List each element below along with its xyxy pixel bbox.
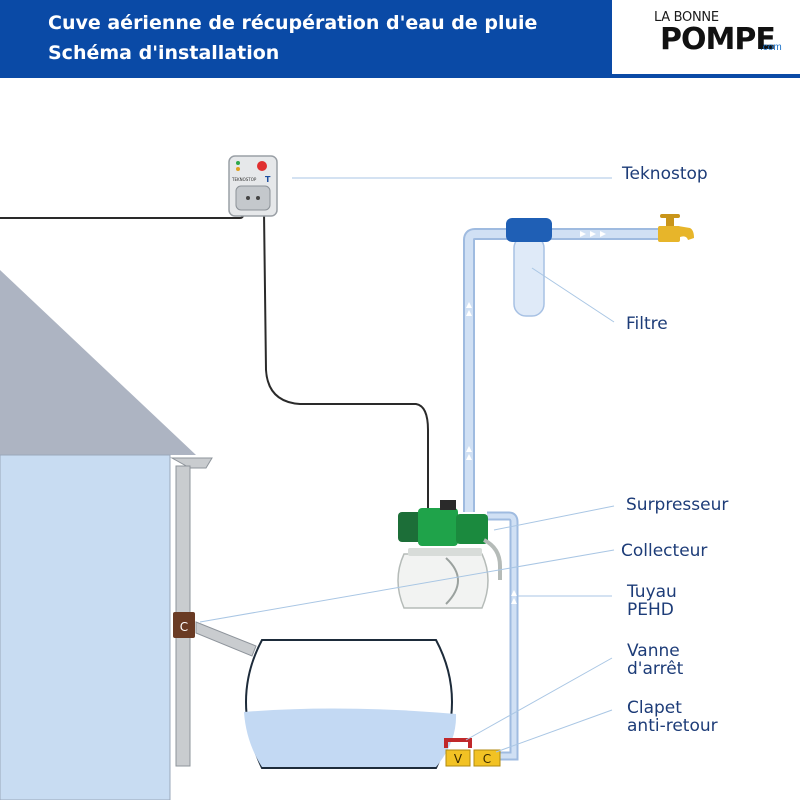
label-clapet-line2: anti-retour [627, 716, 718, 736]
house-roof [0, 270, 196, 455]
label-collecteur: Collecteur [621, 541, 707, 561]
booster-pump [397, 500, 502, 609]
suction-pipe [487, 511, 519, 761]
label-tuyau-line1: Tuyau [626, 582, 677, 602]
logo-main-text: POMPE [660, 22, 776, 57]
discharge-pipe-inner [465, 230, 660, 512]
gutter [170, 457, 213, 469]
logo-suffix: .com [760, 42, 782, 53]
suction-pipe-inner [487, 513, 517, 759]
power-cable [0, 209, 245, 219]
check-valve-c [473, 749, 501, 767]
label-teknostop: Teknostop [621, 164, 708, 184]
filter-bowl [513, 235, 545, 317]
faucet-icon [658, 214, 694, 242]
flow-arrows-vertical [466, 302, 517, 604]
collector-pipe [195, 621, 257, 657]
check-valve-marker: C [483, 752, 491, 766]
tank-water [244, 708, 457, 767]
collector-marker: C [180, 620, 188, 634]
label-tuyau-line2: PEHD [627, 600, 674, 620]
discharge-pipe [463, 228, 660, 512]
page-subtitle: Schéma d'installation [48, 42, 280, 64]
teknostop-brand: TEKNOSTOP [231, 177, 257, 182]
teknostop-led-1 [236, 161, 240, 165]
brand-logo: LA BONNE POMPE .com [612, 0, 800, 74]
label-clapet-line1: Clapet [627, 698, 682, 718]
label-vanne-line1: Vanne [627, 641, 680, 661]
valve-marker: V [454, 752, 463, 766]
flow-arrows-horizontal [580, 231, 606, 237]
label-filtre: Filtre [626, 314, 668, 334]
teknostop-led-2 [236, 167, 240, 171]
filter-cap [506, 218, 552, 242]
page-title: Cuve aérienne de récupération d'eau de p… [48, 12, 538, 34]
label-vanne-line2: d'arrêt [627, 659, 684, 679]
socket-hole-right [256, 196, 260, 200]
teknostop-badge: T [265, 175, 271, 184]
leader-lines [199, 177, 615, 753]
logo-top-text: LA BONNE [654, 10, 719, 25]
collector-box [173, 612, 195, 638]
valve-handle [444, 738, 472, 748]
socket-hole-left [246, 196, 250, 200]
valve-v [445, 749, 471, 767]
teknostop-socket [235, 185, 271, 211]
pump-cable [263, 211, 429, 512]
teknostop-button [257, 161, 267, 171]
label-surpresseur: Surpresseur [626, 495, 728, 515]
house-wall [0, 454, 171, 800]
